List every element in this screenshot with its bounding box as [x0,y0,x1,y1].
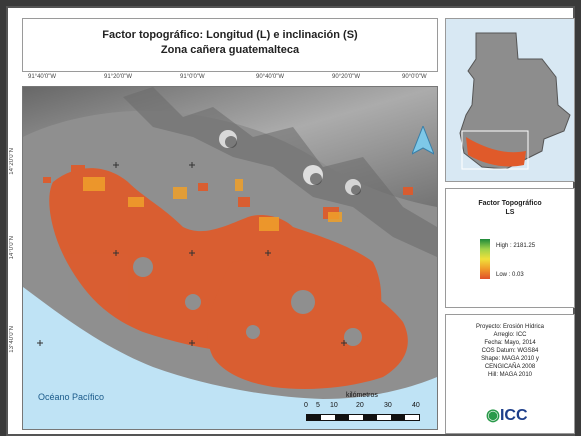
extent-box [461,130,529,170]
legend-low: Low : 0.03 [496,272,524,278]
credits-lines: Proyecto: Erosión Hídrica Arreglo: ICC F… [446,323,574,379]
title-box: Factor topográfico: Longitud (L) e incli… [22,18,438,72]
locator-map[interactable] [445,18,575,182]
map-drawing [23,87,437,429]
top-tick: 90°40'0"W [256,74,285,80]
left-tick: 14°20'0"N [9,148,15,175]
main-map[interactable] [22,86,438,430]
credit-line: Shape: MAGA 2010 y [481,356,539,362]
scale-unit: kilómetros [346,392,378,399]
scale-tick: 5 [316,402,320,409]
logo-swirl-icon: ◉ [486,407,500,424]
legend-title-line2: LS [505,209,515,216]
legend-title: Factor Topográfico LS [446,199,574,217]
logo-text: ICC [499,407,528,424]
locator-drawing [459,32,571,170]
map-subtitle: Zona cañera guatemalteca [160,44,300,56]
scale-tick: 10 [330,402,338,409]
credit-line: Proyecto: Erosión Hídrica [475,324,545,330]
factor-ls-moderate [83,177,342,231]
highlands-relief [23,87,437,207]
left-tick: 13°40'0"N [9,326,15,353]
top-tick: 90°0'0"W [402,74,427,80]
scale-tick: 0 [304,402,308,409]
country-outline [459,32,571,170]
top-tick: 91°20'0"W [104,74,133,80]
credit-line: CENGICAÑA 2008 [484,364,536,370]
credits-box: Proyecto: Erosión Hídrica Arreglo: ICC F… [445,314,575,434]
color-ramp [480,239,490,279]
volcano-cones [219,130,361,195]
top-tick: 90°20'0"W [332,74,361,80]
top-tick: 91°40'0"W [28,74,57,80]
credit-line: Fecha: Mayo, 2014 [484,340,536,346]
credit-line: COS Datum: WGS84 [481,348,539,354]
ocean-label: Océano Pacífico [38,392,105,402]
scale-tick: 30 [384,402,392,409]
map-title: Factor topográfico: Longitud (L) e incli… [102,29,358,41]
legend-title-line1: Factor Topográfico [478,200,542,207]
graticule-points [37,162,347,346]
scale-tick: 20 [356,402,364,409]
credit-line: Hill: MAGA 2010 [487,372,533,378]
mountain-ridge [123,87,437,257]
scale-tick: 40 [412,402,420,409]
left-tick: 14°0'0"N [9,236,15,260]
legend-high: High : 2181.25 [496,243,536,249]
credit-line: Arreglo: ICC [493,332,527,338]
top-coordinate-ticks: 91°40'0"W 91°20'0"W 91°0'0"W 90°40'0"W 9… [22,74,436,84]
icc-logo: ◉ICC [486,405,528,425]
ocean [23,287,437,429]
north-arrow-icon [412,126,434,155]
map-sheet: Factor topográfico: Longitud (L) e incli… [6,6,575,436]
scale-bar-graphic [306,414,420,421]
factor-ls-area [43,165,413,389]
left-coordinate-ticks: 14°20'0"N 14°0'0"N 13°40'0"N [9,86,21,428]
hillshade-gaps [133,257,362,346]
top-tick: 91°0'0"W [180,74,205,80]
scale-bar: kilómetros 0 5 10 20 30 40 [298,392,428,426]
legend-box: Factor Topográfico LS High : 2181.25 Low… [445,188,575,308]
study-zone [466,137,526,167]
